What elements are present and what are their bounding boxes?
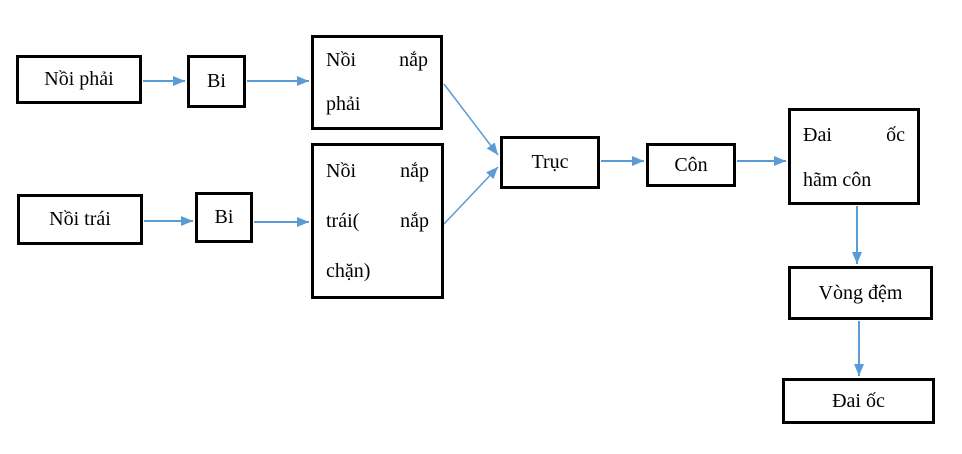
- node-dai-oc-ham-con: Đai ốc hãm côn: [788, 108, 920, 205]
- node-noi-nap-trai: Nồi nắp trái( nắp chặn): [311, 143, 444, 299]
- node-dai-oc: Đai ốc: [782, 378, 935, 424]
- node-truc-label: Trục: [531, 151, 569, 173]
- node-noi-nap-phai-line-2: phải: [326, 93, 361, 115]
- node-bi-bottom-label: Bi: [214, 206, 234, 228]
- node-dai-oc-ham-con-line-2: hãm côn: [803, 169, 872, 191]
- node-noi-phai: Nồi phải: [16, 55, 142, 104]
- node-dai-oc-label: Đai ốc: [832, 389, 885, 412]
- node-bi-top: Bi: [187, 55, 246, 108]
- node-noi-nap-trai-line-2: trái( nắp: [326, 210, 429, 232]
- node-noi-trai: Nồi trái: [17, 194, 143, 245]
- node-truc: Trục: [500, 136, 600, 189]
- node-noi-phai-label: Nồi phải: [44, 68, 114, 90]
- node-con-label: Côn: [674, 153, 708, 176]
- node-bi-bottom: Bi: [195, 192, 253, 243]
- node-noi-nap-trai-line-1: Nồi nắp: [326, 160, 429, 182]
- node-noi-nap-phai: Nồi nắp phải: [311, 35, 443, 130]
- node-vong-dem-label: Vòng đệm: [818, 281, 903, 304]
- node-con: Côn: [646, 143, 736, 187]
- node-dai-oc-ham-con-line-1: Đai ốc: [803, 124, 905, 146]
- node-noi-nap-phai-line-1: Nồi nắp: [326, 49, 428, 71]
- node-bi-top-label: Bi: [207, 70, 226, 92]
- edge-noi-nap-trai-to-truc-icon: [443, 166, 499, 225]
- node-noi-nap-trai-line-3: chặn): [326, 260, 371, 282]
- node-noi-trai-label: Nồi trái: [49, 208, 111, 230]
- edge-noi-nap-phai-to-truc-icon: [443, 83, 499, 156]
- node-vong-dem: Vòng đệm: [788, 266, 933, 320]
